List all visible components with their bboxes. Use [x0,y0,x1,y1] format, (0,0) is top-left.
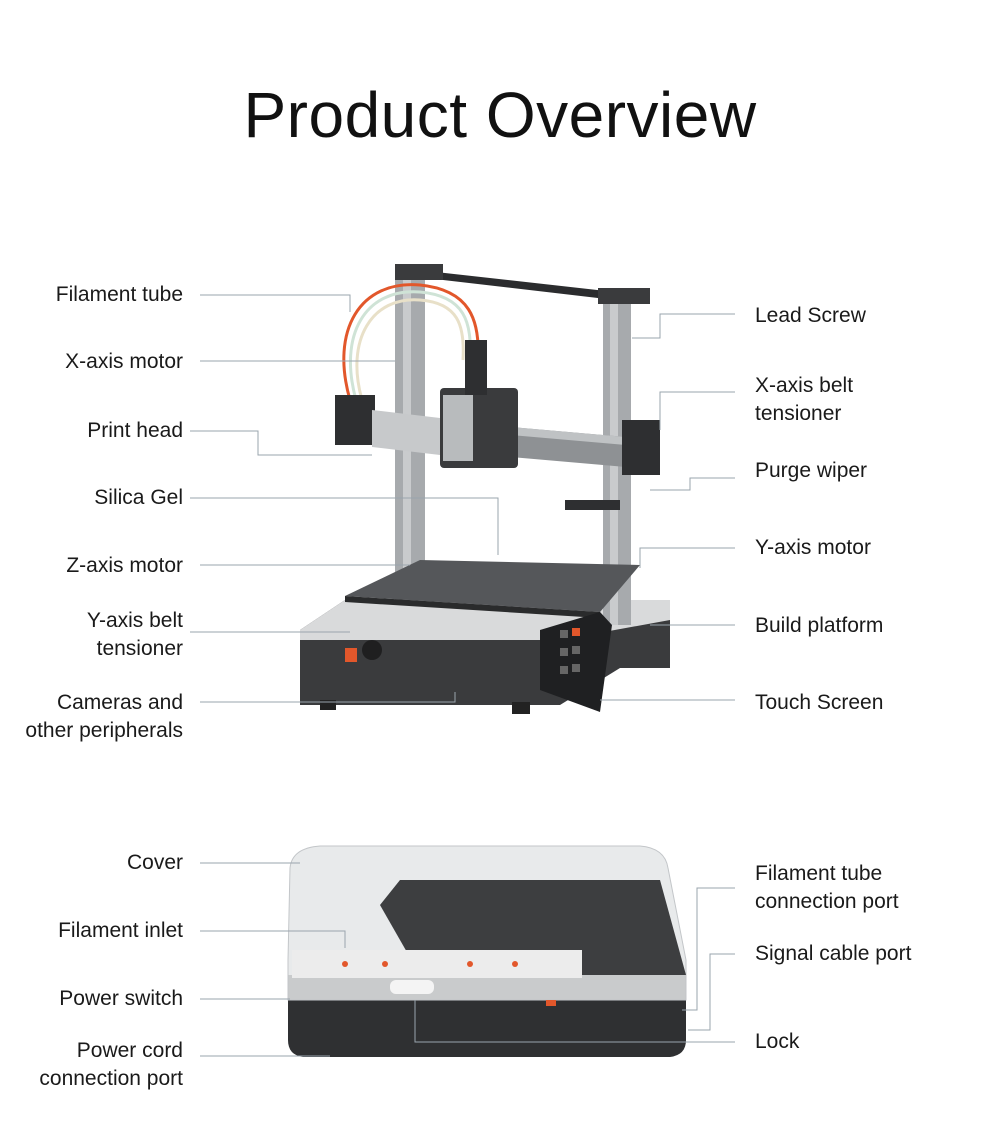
label-y-axis-motor: Y-axis motor [755,536,871,559]
lock-icon [390,980,434,994]
label-cover: Cover [126,851,183,874]
label-z-axis-motor: Z-axis motor [66,554,183,577]
knob-icon [362,640,382,660]
label-power-switch: Power switch [59,987,183,1010]
label-signal-cable-port: Signal cable port [755,942,912,965]
label-touch-screen: Touch Screen [755,691,884,714]
printer-illustration [300,264,670,714]
label-silica-gel: Silica Gel [94,486,183,509]
touch-screen [540,612,612,712]
label-purge-wiper: Purge wiper [755,459,868,482]
power-button-icon [345,648,357,662]
label-power-cord-port: Power cord connection port [39,1039,183,1090]
leader-lines [190,294,735,1057]
label-lock: Lock [755,1030,800,1053]
label-filament-inlet: Filament inlet [58,919,183,942]
page-title: Product Overview [243,79,757,151]
label-x-axis-motor: X-axis motor [65,350,183,373]
x-motor [335,395,375,445]
label-x-axis-belt-tensioner: X-axis belt tensioner [755,374,854,425]
label-print-head: Print head [87,419,183,442]
label-cameras-peripherals: Cameras and other peripherals [25,691,183,742]
build-platform [345,560,640,612]
label-filament-tube-port: Filament tube connection port [755,862,899,913]
label-filament-tube: Filament tube [55,283,183,306]
ace-pro-illustration [287,845,687,1057]
x-belt-tensioner [622,420,660,475]
label-y-axis-belt-tensioner: Y-axis belt tensioner [86,609,183,660]
label-build-platform: Build platform [755,614,884,637]
purge-wiper [565,500,620,510]
label-lead-screw: Lead Screw [755,304,866,327]
top-bar [400,268,615,300]
